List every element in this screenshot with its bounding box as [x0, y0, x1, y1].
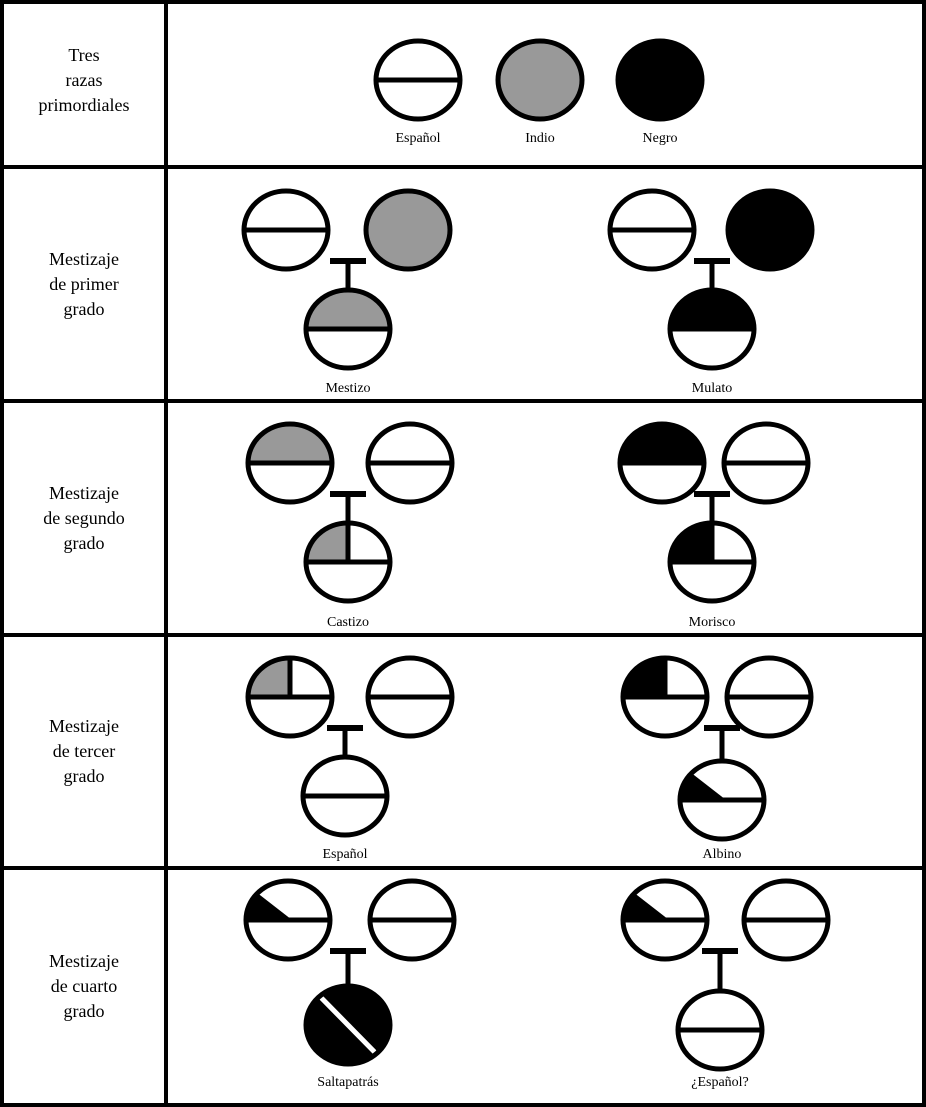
symbol-negro-icon	[725, 188, 815, 272]
cross-eighth-negro: Albino	[620, 655, 814, 862]
symbol-quarter-negro-icon	[667, 520, 757, 604]
symbol-indio-icon	[363, 188, 453, 272]
symbol-label: Saltapatrás	[317, 1075, 378, 1090]
symbol-espanol-icon	[741, 878, 831, 962]
symbol-eighth-negro-icon	[243, 878, 333, 962]
symbol-label: Español	[395, 131, 440, 146]
row-mestizaje-grade-2: Castizo Morisco	[245, 421, 811, 630]
row-mestizaje-grade-4: Saltapatrás ¿Español?	[243, 878, 831, 1090]
symbol-label: Español	[322, 847, 367, 862]
row-header-line: Mestizaje	[49, 482, 119, 503]
symbol-espanol-icon	[724, 655, 814, 739]
row-header-line: de segundo	[43, 507, 125, 528]
symbol-quarter-negro-icon	[620, 655, 710, 739]
symbol-label: Mestizo	[325, 381, 370, 396]
symbol-label: Negro	[643, 131, 678, 146]
row-header-line: Tres	[68, 44, 100, 65]
row-header-line: grado	[63, 1000, 105, 1021]
row-header-line: de tercer	[52, 741, 116, 761]
symbol-espanol-icon	[365, 655, 455, 739]
row-mestizaje-grade-1: Mestizo Mulato	[241, 188, 815, 396]
cross-espanol: ¿Español?	[620, 878, 831, 1090]
symbol-half-negro-icon	[667, 287, 757, 371]
row-header-line: grado	[63, 532, 105, 553]
symbol-label: Indio	[525, 131, 555, 146]
row-header-line: de primer	[49, 273, 119, 294]
symbol-espanol-icon	[241, 188, 331, 272]
row-header-line: grado	[63, 298, 105, 319]
cross-half-indio: Mestizo	[241, 188, 453, 396]
symbol-eighth-negro-icon	[620, 878, 710, 962]
symbol-espanol-icon	[365, 421, 455, 505]
symbol-label: Albino	[703, 847, 742, 862]
row-header: Mestizaje de primer grado	[3, 167, 165, 401]
row-header: Mestizaje de tercer grado	[3, 635, 165, 868]
row-header: Tres razas primordiales	[3, 3, 165, 157]
row-header-line: razas	[65, 69, 103, 90]
symbol-half-indio-icon	[303, 287, 393, 371]
symbol-indio-icon	[495, 38, 585, 122]
row-header-line: Mestizaje	[49, 716, 119, 736]
symbol-label: Morisco	[689, 615, 736, 630]
cross-half-negro: Mulato	[607, 188, 815, 396]
row-header-line: de cuarto	[50, 975, 118, 996]
row-header: Mestizaje de segundo grado	[3, 401, 165, 635]
row-header: Mestizaje de cuarto grado	[3, 868, 165, 1104]
cross-quarter-negro: Morisco	[617, 421, 811, 630]
row-primordial-races: Español Indio Negro	[373, 38, 705, 146]
symbol-espanol-icon	[300, 754, 390, 838]
symbol-negro-icon	[615, 38, 705, 122]
row-header-line: Mestizaje	[49, 248, 119, 269]
row-mestizaje-grade-3: Español Albino	[245, 655, 814, 862]
cross-saltapatras: Saltapatrás	[243, 878, 457, 1090]
cross-espanol: Español	[245, 655, 455, 862]
row-header-line: grado	[63, 766, 105, 786]
symbol-saltapatras-icon	[303, 983, 393, 1067]
symbol-label: Mulato	[692, 381, 732, 396]
symbol-espanol-icon	[367, 878, 457, 962]
symbol-label: ¿Español?	[691, 1075, 749, 1090]
symbol-half-indio-icon	[245, 421, 335, 505]
symbol-label: Castizo	[327, 615, 369, 630]
symbol-half-negro-icon	[617, 421, 707, 505]
symbol-espanol-icon	[721, 421, 811, 505]
row-header-line: primordiales	[38, 94, 130, 115]
symbol-quarter-indio-icon	[303, 520, 393, 604]
symbol-espanol-icon	[675, 988, 765, 1072]
cross-quarter-indio: Castizo	[245, 421, 455, 630]
symbol-eighth-negro-icon	[677, 758, 767, 842]
symbol-espanol-icon	[607, 188, 697, 272]
symbol-espanol-icon	[373, 38, 463, 122]
symbol-quarter-indio-icon	[245, 655, 335, 739]
row-header-line: Mestizaje	[49, 950, 119, 971]
